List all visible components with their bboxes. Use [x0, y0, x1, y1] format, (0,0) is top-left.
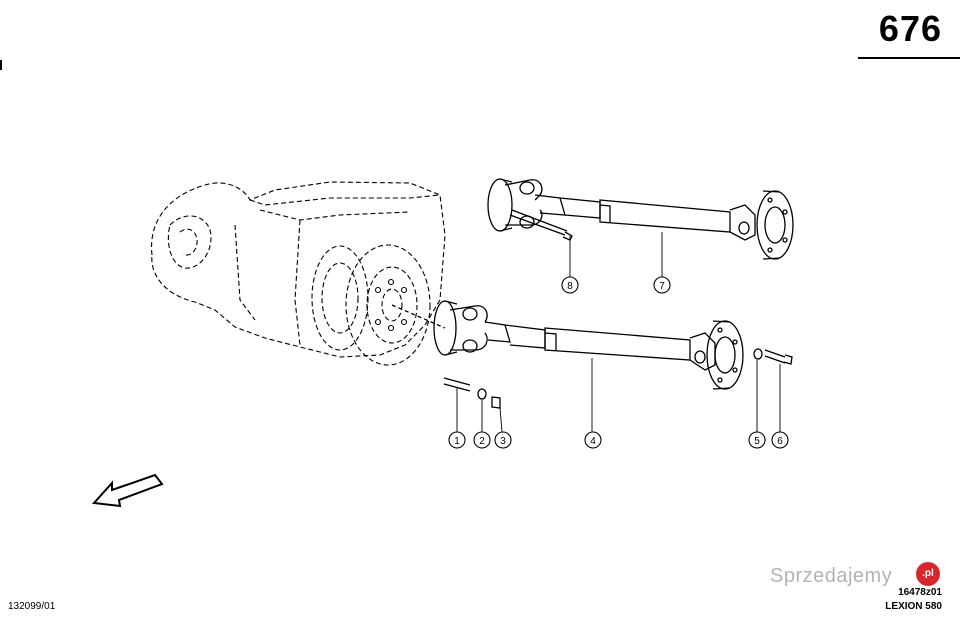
- callout-circle: [748, 431, 766, 449]
- callout-circle: [771, 431, 789, 449]
- callout-label: 5: [754, 436, 760, 447]
- callout-label: 2: [479, 436, 485, 447]
- callout-circle: [494, 431, 512, 449]
- gearbox-housing: [150, 181, 446, 366]
- callout-circle: [561, 276, 579, 294]
- page-number-rule: [858, 57, 960, 59]
- page-number: 676: [878, 8, 942, 49]
- callouts: [448, 276, 789, 449]
- callout-label: 3: [500, 436, 506, 447]
- callout-label: 6: [777, 436, 783, 447]
- callout-label: 7: [659, 281, 665, 292]
- watermark-badge: .pl: [916, 562, 940, 586]
- direction-arrow-icon: [91, 473, 164, 508]
- callout-circle: [653, 276, 671, 294]
- drawing-code: 132099/01: [8, 601, 56, 612]
- leader-lines: [456, 232, 781, 433]
- callout-label: 4: [590, 436, 596, 447]
- drive-shaft-lower: [391, 300, 793, 409]
- figure-reference: 16478z01: [898, 587, 942, 598]
- watermark: Sprzedajemy: [770, 565, 893, 587]
- callout-label: 1: [454, 436, 460, 447]
- corner-mark: [0, 60, 2, 70]
- model-name: LEXION 580: [885, 601, 942, 612]
- callout-circle: [584, 431, 602, 449]
- callout-circle: [473, 431, 491, 449]
- callout-label: 8: [567, 281, 573, 292]
- callout-circle: [448, 431, 466, 449]
- drive-shaft-upper: [487, 178, 794, 260]
